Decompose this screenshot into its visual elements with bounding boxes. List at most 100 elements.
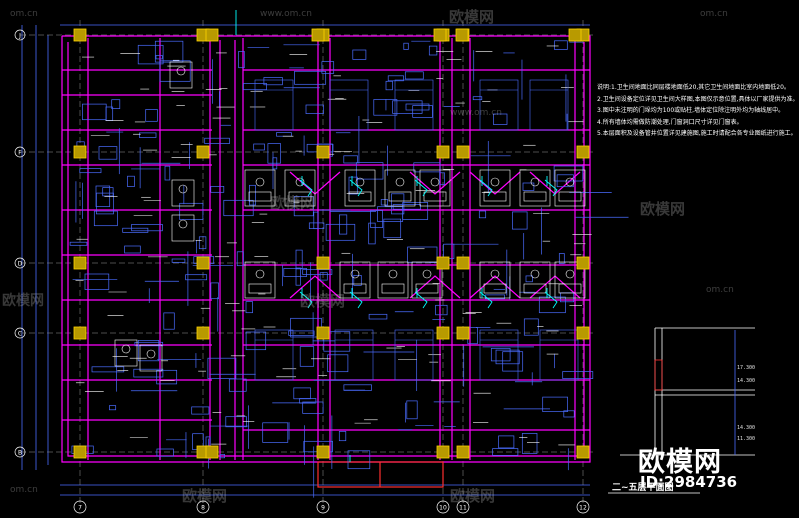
watermark-site-6: om.cn (706, 285, 734, 295)
furniture-outline (498, 435, 515, 449)
furniture-outline (191, 406, 210, 415)
column (436, 256, 450, 270)
outer-wall (61, 35, 591, 463)
furniture-outline (236, 251, 244, 267)
angled-wall (469, 275, 521, 299)
furniture-outline (305, 104, 324, 114)
column (316, 145, 330, 159)
furniture-outline (210, 186, 225, 193)
furniture-outline (525, 275, 533, 283)
bed (539, 329, 579, 381)
furniture-outline (385, 80, 393, 91)
toilet-room (171, 179, 195, 207)
column (456, 256, 470, 270)
furniture-outline (137, 44, 164, 65)
design-notes: 说明:1.卫生间地面比同层楼地面低20,其它卫生间地面比室内地面低20。2.卫生… (597, 82, 799, 140)
furniture-outline (352, 49, 367, 60)
furniture-outline (439, 172, 445, 186)
axis-bubble-col (316, 500, 330, 514)
bed (394, 79, 434, 131)
furniture-outline (185, 274, 208, 281)
furniture-outline (295, 249, 303, 270)
toilet-fixture (146, 349, 156, 359)
furniture-outline (219, 454, 225, 459)
bathroom-pod (284, 169, 316, 207)
sink-fixture (248, 191, 272, 202)
axis-label-row: C (18, 331, 22, 338)
sink-fixture (483, 283, 507, 294)
axis-label-col: 12 (579, 505, 587, 512)
note-line: 说明:1.卫生间地面比同层楼地面低20,其它卫生间地面比室内地面低20。 (597, 84, 790, 91)
bed (334, 329, 374, 381)
column (316, 256, 330, 270)
furniture-outline (523, 318, 539, 336)
toilet-fixture (178, 184, 188, 194)
cyan-fixture (414, 179, 428, 197)
furniture-outline (370, 210, 383, 228)
furniture-outline (84, 273, 110, 290)
sink-fixture (523, 283, 547, 294)
furniture-outline (96, 192, 114, 215)
sink-fixture (343, 283, 367, 294)
toilet-fixture (395, 177, 405, 187)
furniture-outline (228, 378, 247, 392)
furniture-outline (308, 222, 325, 229)
furniture-outline (179, 202, 204, 220)
furniture-outline (368, 222, 376, 245)
bathroom-pod (244, 261, 276, 299)
sink-fixture (288, 191, 312, 202)
axis-bubble-row (14, 146, 26, 158)
axis-bubble-row (14, 29, 26, 41)
furniture-outline (403, 42, 409, 50)
plan-title: 二~五层平面图 (612, 483, 674, 493)
watermark-brand-large: 欧模网 (638, 447, 722, 478)
furniture-outline (79, 168, 102, 174)
toilet-room (171, 214, 195, 242)
furniture-outline (412, 105, 433, 118)
elevation-label-3: 14.300 (737, 425, 756, 431)
furniture-outline (283, 268, 307, 277)
toilet-fixture (350, 269, 360, 279)
furniture-outline (478, 210, 487, 219)
column (73, 28, 87, 42)
structural-columns (73, 28, 590, 459)
note-line: 4.所有墙体均需做防潮处理,门窗洞口尺寸详见门窗表。 (597, 118, 743, 126)
column (316, 445, 330, 459)
furniture-outline (355, 162, 384, 180)
furniture-outline (373, 99, 398, 116)
column (456, 145, 470, 159)
sink-fixture (348, 191, 372, 202)
furniture-outline (204, 137, 230, 144)
furniture-outline (223, 199, 254, 217)
bathroom-pod (411, 261, 443, 299)
column (436, 326, 450, 340)
furniture-outline (522, 182, 535, 191)
axis-bubble-col (73, 500, 87, 514)
column (433, 28, 447, 42)
furniture-outline (302, 401, 324, 414)
toilet-fixture (490, 269, 500, 279)
column (196, 256, 210, 270)
furniture-outline (405, 103, 430, 111)
axis-label-row: J (18, 33, 21, 40)
angled-wall (289, 275, 341, 299)
furniture-outline (253, 143, 265, 151)
furniture-outline (69, 241, 88, 246)
watermark-id: ID:2984736 (640, 473, 738, 491)
watermark-site-3: om.cn (10, 485, 38, 495)
elevation-label-4: 11.300 (737, 436, 756, 442)
watermark-site-2: www.om.cn (450, 108, 502, 118)
furniture-outline (124, 245, 141, 254)
elevation-label-2: 14.300 (737, 378, 756, 384)
furniture-outline (133, 368, 164, 378)
furniture-outline (493, 113, 508, 125)
bathroom-pod (339, 261, 371, 299)
furniture-outline (542, 396, 568, 412)
furniture-outline (225, 416, 247, 428)
furniture-outline (472, 96, 483, 101)
furniture-outline (323, 331, 351, 352)
axis-label-col: 10 (439, 505, 447, 512)
furniture-outline (327, 354, 349, 373)
toilet-room (139, 344, 163, 372)
furniture-outline (343, 155, 358, 164)
